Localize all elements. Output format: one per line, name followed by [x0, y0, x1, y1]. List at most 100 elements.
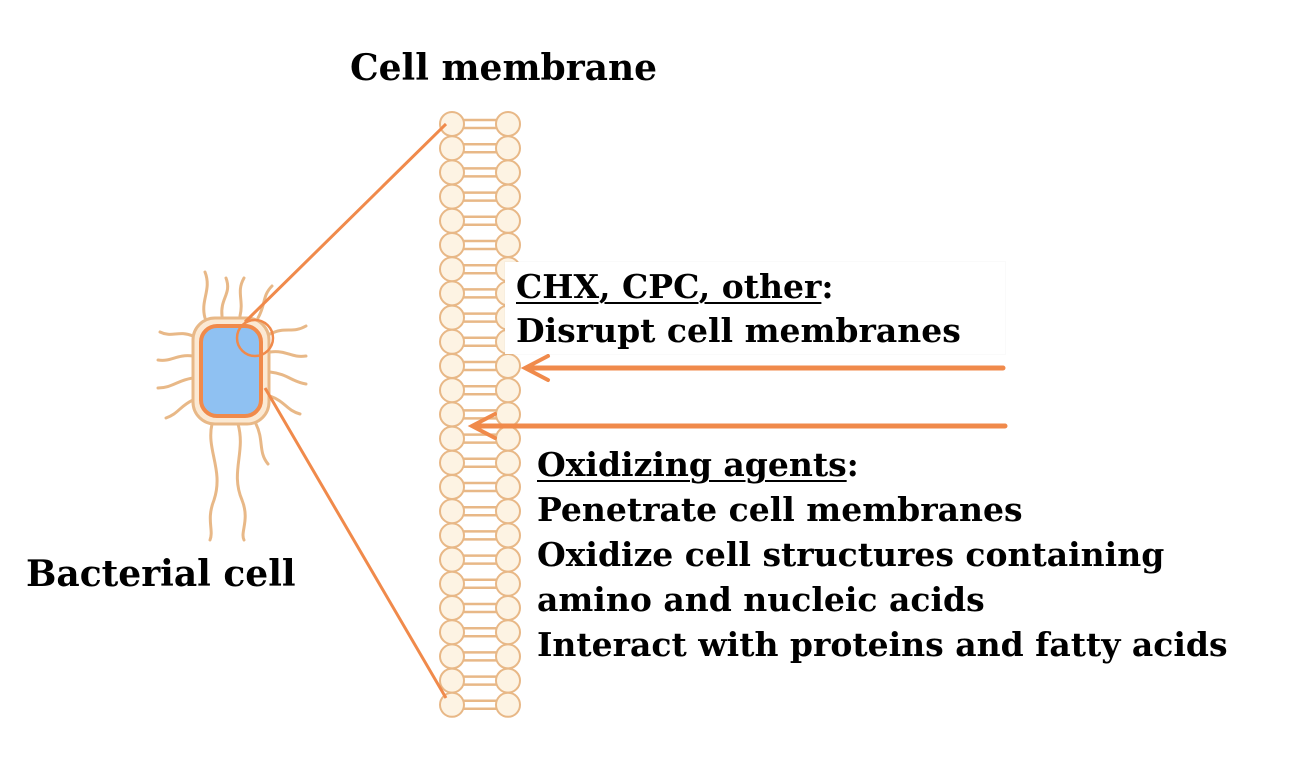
lipid-pair [439, 667, 521, 694]
lipid-head [439, 183, 465, 210]
lipid-pair [439, 183, 521, 210]
lipid-head [439, 401, 465, 428]
flagellum [158, 330, 195, 338]
lipid-head [439, 328, 465, 355]
flagellum [202, 270, 209, 320]
lipid-pair [439, 207, 521, 234]
flagellum [268, 324, 308, 336]
lipid-pair [439, 643, 521, 670]
oxidizers-line-1: Penetrate cell membranes [537, 490, 1023, 529]
lipid-head [439, 546, 465, 573]
lipid-head [439, 619, 465, 646]
disruptors-heading-line: CHX, CPC, other: [516, 270, 961, 314]
lipid-pair [439, 353, 521, 379]
lipid-pair [439, 474, 521, 500]
lipid-pair [439, 522, 521, 549]
lipid-pair [439, 377, 521, 404]
lipid-head [439, 159, 465, 186]
lipid-head [439, 135, 465, 162]
lipid-pair [439, 498, 521, 525]
lipid-pair [439, 449, 521, 476]
flagellum [256, 284, 274, 320]
lipid-head [439, 667, 465, 694]
lipid-head [439, 474, 465, 500]
lipid-head [495, 232, 521, 258]
flagellum [156, 376, 195, 390]
lipid-head [495, 183, 521, 210]
zoom-line-top [243, 122, 448, 324]
bacterial-cell [156, 270, 308, 542]
lipid-head [439, 353, 465, 379]
oxidizers-heading-line: Oxidizing agents: [537, 448, 1228, 493]
lipid-head [495, 377, 521, 404]
zoom-lines [243, 122, 448, 699]
lipid-head [439, 570, 465, 597]
lipid-head [495, 498, 521, 525]
oxidizers-text: Oxidizing agents: Penetrate cell membran… [537, 448, 1228, 673]
lipid-head [439, 498, 465, 525]
flagellum [268, 370, 308, 386]
lipid-head [439, 111, 465, 137]
arrows [467, 354, 1008, 440]
flagellum [164, 398, 195, 420]
flagellum [235, 422, 247, 542]
lipid-pair [439, 546, 521, 573]
lipid-pair [439, 135, 521, 162]
label-background [505, 262, 1005, 354]
lipid-pair [439, 619, 521, 646]
lipid-head [439, 377, 465, 404]
lipid-head [495, 135, 521, 162]
lipid-head [495, 595, 521, 621]
lipid-head [495, 449, 521, 476]
oxidizers-colon: : [846, 445, 859, 484]
lipid-pair [439, 111, 521, 137]
oxidizers-line-2: Oxidize cell structures containing [537, 535, 1165, 574]
lipid-pair [439, 691, 521, 718]
zoom-circle [235, 318, 275, 358]
oxidizers-heading: Oxidizing agents [537, 445, 847, 484]
lipid-pair [439, 570, 521, 597]
zoom-line-bottom [263, 387, 448, 699]
lipid-head [439, 595, 465, 621]
lipid-head [495, 401, 521, 428]
flagellum [220, 276, 230, 318]
lipid-head [495, 111, 521, 137]
lipid-head [439, 232, 465, 258]
lipid-head [439, 207, 465, 234]
disruptors-text: CHX, CPC, other: Disrupt cell membranes [516, 270, 961, 358]
lipid-head [439, 256, 465, 283]
lipid-head [495, 207, 521, 234]
flagella [156, 270, 308, 542]
oxidizers-line-3: amino and nucleic acids [537, 580, 985, 619]
lipid-head [495, 691, 521, 718]
lipid-head [439, 304, 465, 331]
lipid-head [495, 667, 521, 694]
lipid-pair [439, 159, 521, 186]
lipid-head [495, 159, 521, 186]
flagellum [268, 350, 308, 358]
flagellum [268, 394, 302, 416]
lipid-head [495, 619, 521, 646]
oxidizers-line-4: Interact with proteins and fatty acids [537, 625, 1228, 664]
flagellum [254, 422, 270, 466]
flagellum [238, 276, 246, 318]
lipid-head [495, 474, 521, 500]
flagellum [156, 354, 195, 362]
lipid-head [439, 643, 465, 670]
arrow-disrupt-head [520, 354, 550, 382]
lipid-head [439, 280, 465, 307]
lipid-head [439, 425, 465, 452]
lipid-head [495, 522, 521, 549]
disruptors-heading: CHX, CPC, other [516, 267, 822, 306]
cell-cytoplasm [199, 324, 263, 418]
lipid-head [495, 546, 521, 573]
lipid-head [495, 643, 521, 670]
lipid-bilayer [439, 111, 521, 718]
lipid-head [439, 691, 465, 718]
arrow-oxidize-head [467, 412, 497, 440]
cell-membrane-label: Cell membrane [350, 47, 658, 89]
lipid-pair [439, 232, 521, 258]
lipid-head [439, 449, 465, 476]
flagellum [208, 422, 219, 542]
lipid-head [495, 570, 521, 597]
